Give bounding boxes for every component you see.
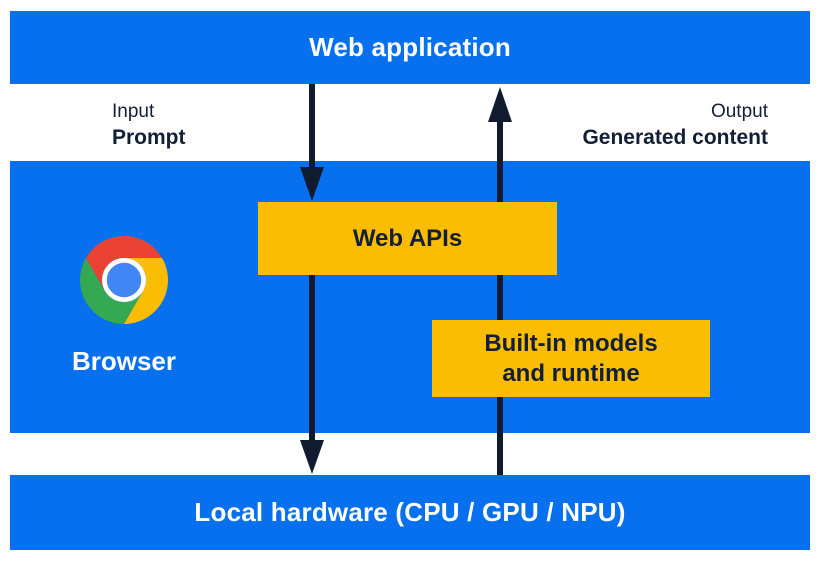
input-label: Prompt [112,126,186,149]
builtin-models-box: Built-in models and runtime [432,320,710,397]
generated-content-up-arrow [488,87,512,475]
output-caption: Output [710,101,768,122]
web-apis-box: Web APIs [258,202,557,275]
web-application-label: Web application [309,32,511,62]
web-application-bar: Web application [10,11,810,84]
builtin-models-label-line2: and runtime [502,359,640,387]
chrome-icon [80,236,168,324]
browser-label: Browser [71,346,177,376]
web-apis-label: Web APIs [352,224,463,252]
output-labels: Output Generated content [582,99,768,151]
output-label: Generated content [582,126,768,149]
prompt-down-arrow [300,84,324,474]
input-labels: Input Prompt [112,99,186,151]
local-hardware-bar: Local hardware (CPU / GPU / NPU) [10,475,810,550]
input-caption: Input [112,101,155,122]
builtin-models-label-line1: Built-in models [484,329,658,357]
browser-identity: Browser [58,236,190,377]
local-hardware-label: Local hardware (CPU / GPU / NPU) [194,497,626,527]
